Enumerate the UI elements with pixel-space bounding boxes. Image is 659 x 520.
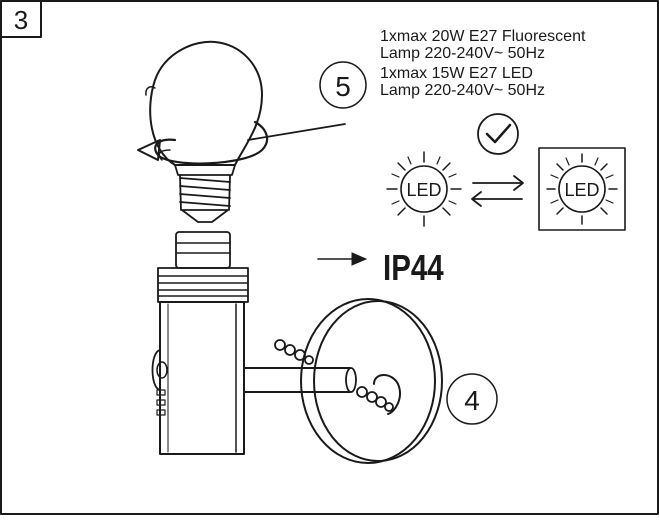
led-right-label: LED (564, 180, 599, 200)
light-bulb (145, 40, 263, 223)
lamp-socket (151, 231, 249, 455)
pointer-arrow-icon (317, 252, 368, 266)
wall-plate (274, 298, 443, 464)
led-right-box (538, 147, 626, 231)
step-number: 3 (14, 5, 28, 35)
led-right-icon (546, 153, 618, 225)
ip-rating: IP44 (383, 247, 444, 287)
bulb-spec-line3: 1xmax 15W E27 LED (380, 65, 533, 82)
step5-callout-number: 5 (335, 71, 351, 102)
step-number-box (0, 0, 42, 38)
swap-arrows-icon (471, 175, 524, 207)
checkmark-icon (477, 113, 519, 155)
step4-callout-circle (446, 373, 498, 425)
lamp-arm (243, 367, 357, 393)
bulb-threads (179, 175, 231, 211)
bulb-spec-line4: Lamp 220-240V~ 50Hz (380, 82, 545, 99)
step5-callout-circle (319, 61, 367, 109)
screw-bottom-icon (356, 386, 394, 412)
bulb-spec-line2: Lamp 220-240V~ 50Hz (380, 45, 545, 62)
step4-callout-number: 4 (464, 385, 480, 416)
screw-top-icon (274, 339, 314, 365)
led-left-icon (386, 151, 462, 227)
rotate-arrow-icon (137, 120, 346, 165)
bulb-spec-line1: 1xmax 20W E27 Fluorescent (380, 28, 586, 45)
led-left-label: LED (406, 180, 441, 200)
